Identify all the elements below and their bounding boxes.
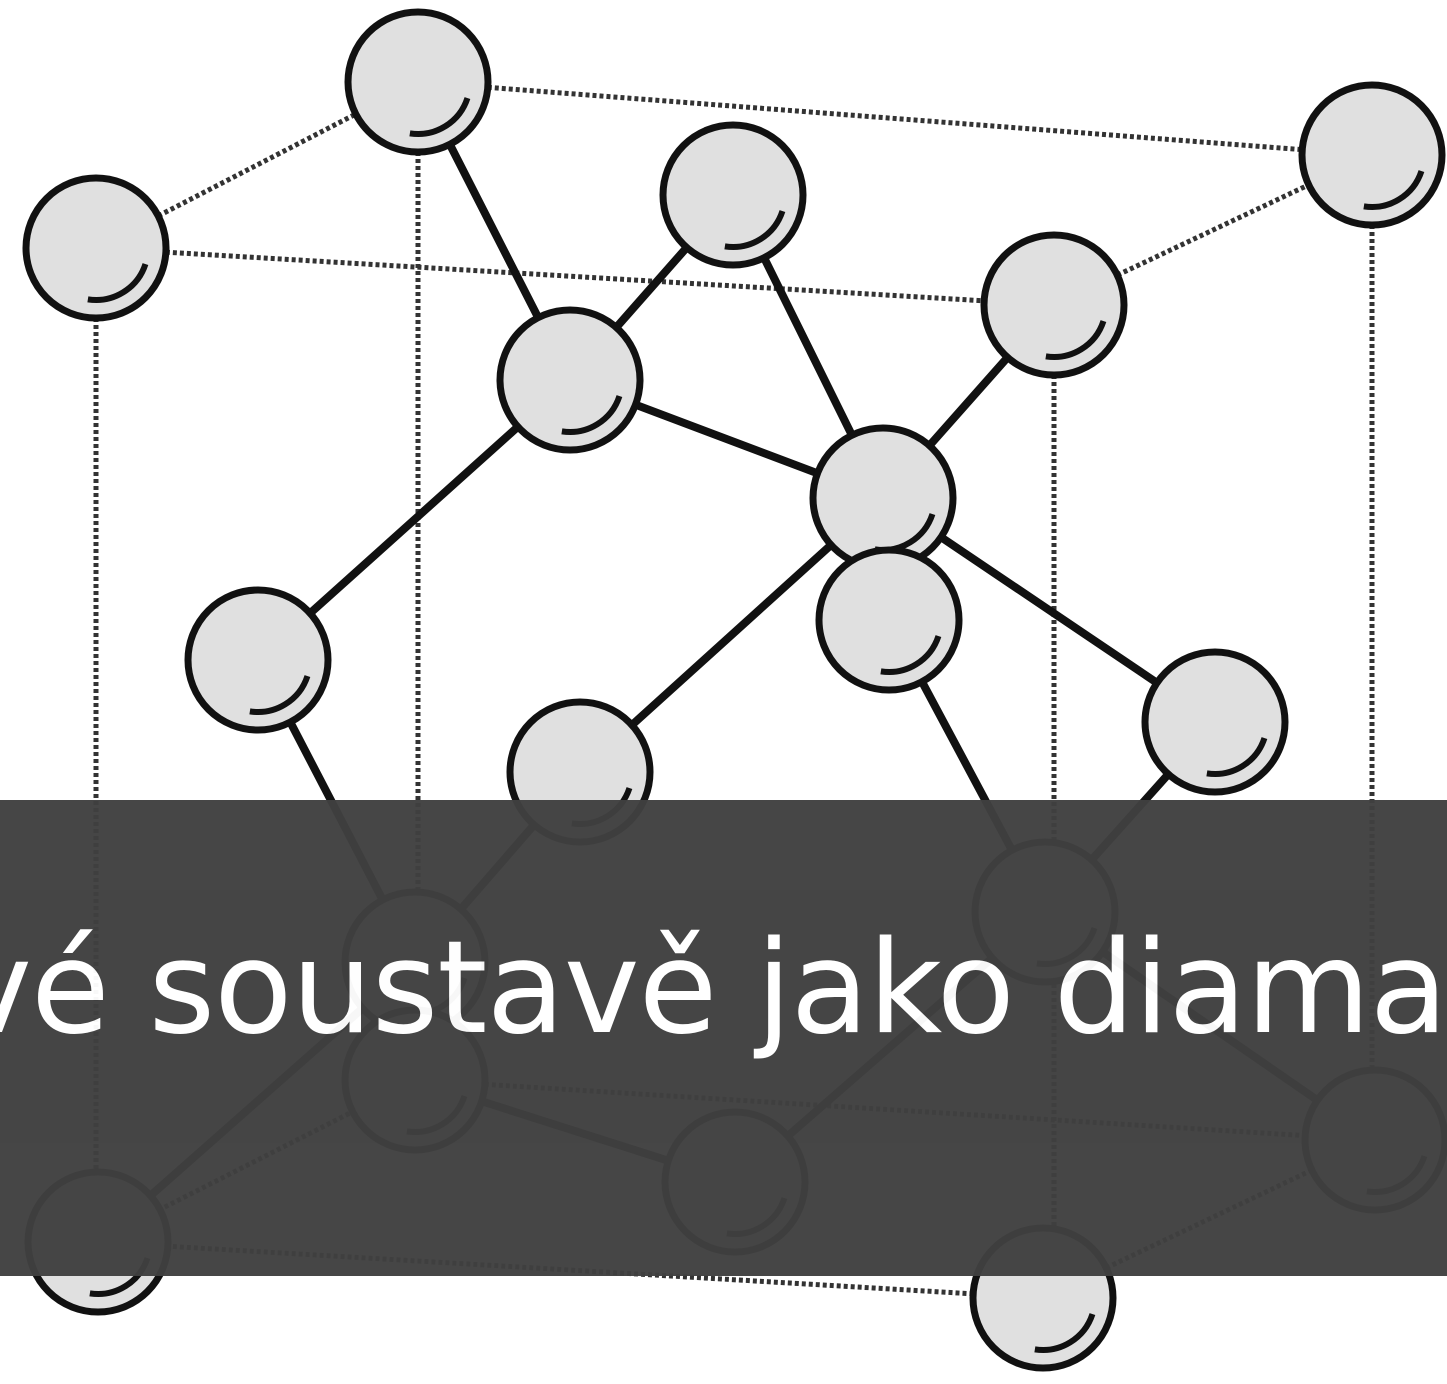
atom-shading-arc (409, 97, 471, 137)
caption-text: hlové soustavě jako diama (0, 914, 1447, 1063)
atom-sphere (815, 546, 963, 694)
atom (184, 586, 332, 734)
atom (496, 306, 644, 454)
atom-shading-arc (561, 395, 623, 435)
caption-band: hlové soustavě jako diama (0, 800, 1447, 1276)
atom-shading-arc (1045, 320, 1107, 360)
atom-sphere (496, 306, 644, 454)
atom (22, 174, 170, 322)
atom (659, 121, 807, 269)
atom-sphere (1141, 648, 1289, 796)
atom-shading-arc (1363, 170, 1425, 210)
atom-shading-arc (87, 263, 149, 303)
atom (980, 231, 1128, 379)
atom-sphere (22, 174, 170, 322)
atom-shading-arc (880, 635, 942, 675)
atom (1141, 648, 1289, 796)
atom-sphere (184, 586, 332, 734)
atom-sphere (659, 121, 807, 269)
atom-shading-arc (724, 210, 786, 250)
atom-shading-arc (1034, 1313, 1096, 1353)
atom-sphere (344, 8, 492, 156)
atom-sphere (980, 231, 1128, 379)
atom (1298, 81, 1446, 229)
cell-edge (417, 79, 1373, 158)
atom-shading-arc (249, 675, 311, 715)
cell-edge (95, 245, 1055, 308)
atom-sphere (1298, 81, 1446, 229)
atom (815, 546, 963, 694)
atom-shading-arc (1206, 737, 1268, 777)
atom (344, 8, 492, 156)
